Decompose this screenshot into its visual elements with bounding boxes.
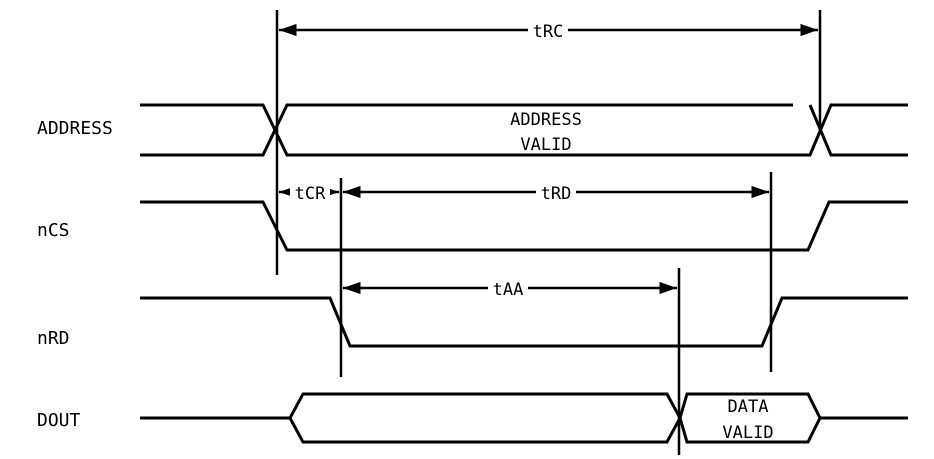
address-waveform	[140, 103, 908, 157]
trd-dimension: tRD	[343, 182, 769, 204]
taa-dimension: tAA	[343, 278, 677, 300]
dout-signal-label: DOUT	[37, 410, 81, 431]
data-valid-label-line1: DATA	[728, 397, 769, 417]
address-signal-label: ADDRESS	[37, 118, 113, 139]
data-valid-label-line2: VALID	[722, 423, 773, 443]
nrd-signal-label: nRD	[37, 328, 70, 349]
ncs-waveform	[140, 200, 908, 252]
ncs-signal-label: nCS	[37, 220, 70, 241]
tcr-label: tCR	[295, 184, 326, 204]
dout-waveform	[140, 392, 908, 444]
trc-label: tRC	[533, 22, 564, 42]
address-valid-label-line1: ADDRESS	[510, 110, 582, 130]
tcr-dimension: tCR	[279, 182, 339, 204]
address-valid-label-line2: VALID	[520, 135, 571, 155]
trd-label: tRD	[541, 184, 572, 204]
nrd-waveform	[140, 296, 908, 348]
taa-label: tAA	[493, 280, 524, 300]
trc-dimension: tRC	[279, 20, 818, 42]
